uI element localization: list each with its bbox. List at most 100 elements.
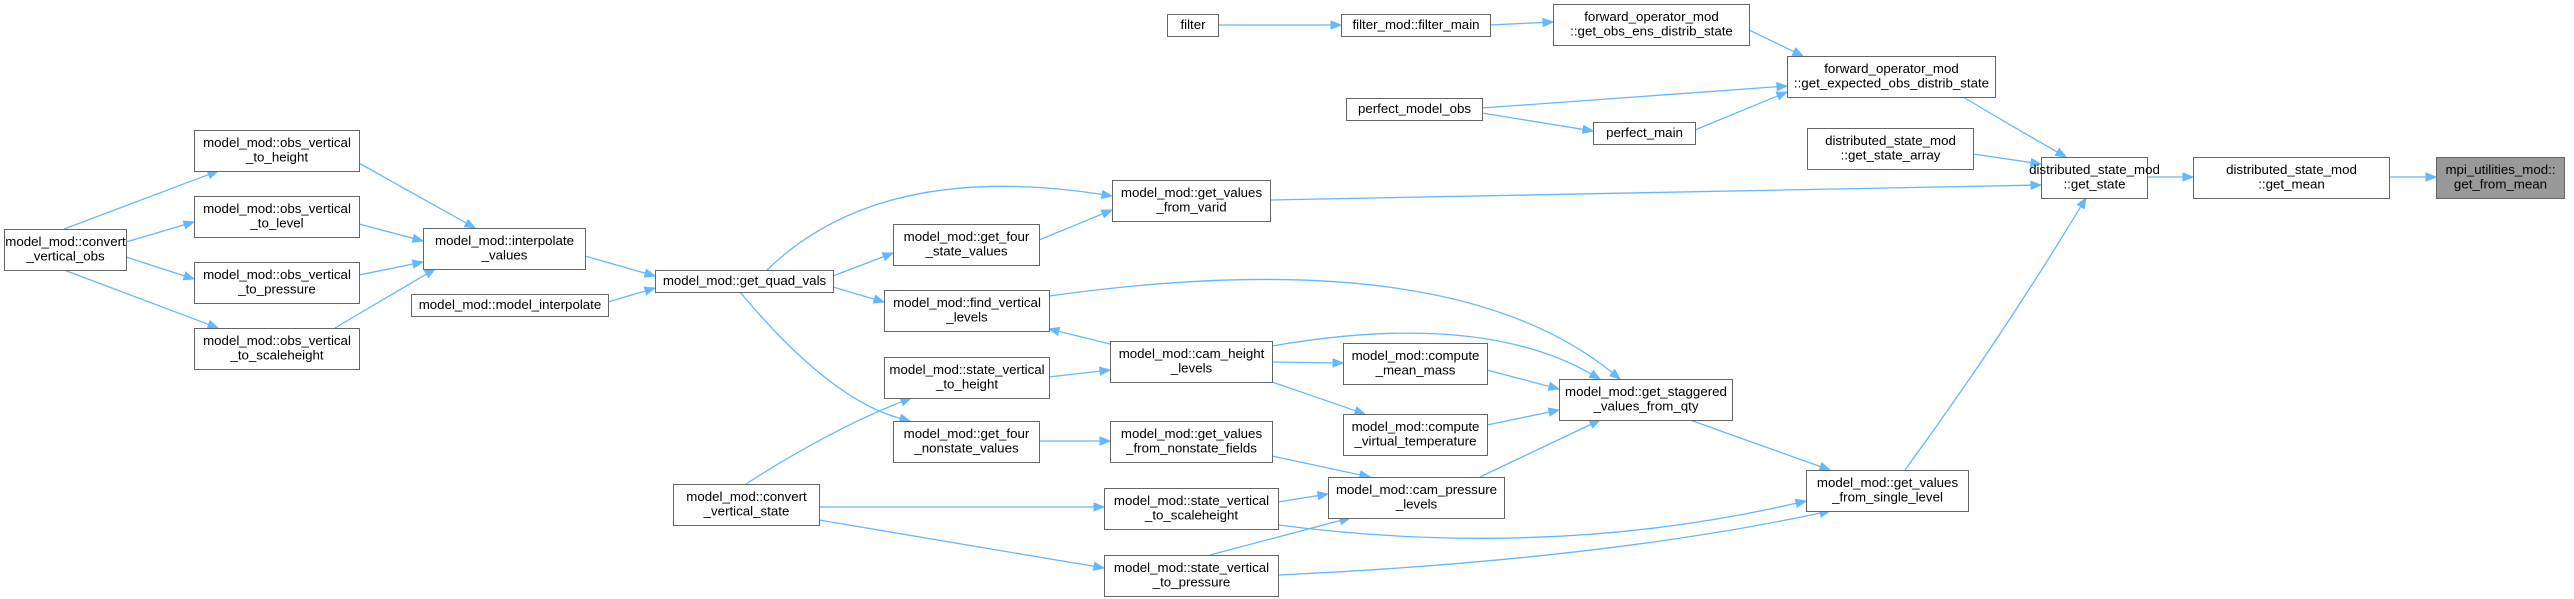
edge-get_values_from_varid-to-get_state: [1269, 180, 2043, 201]
node-compute-mean-mass[interactable]: model_mod::compute_mean_mass: [1343, 343, 1488, 385]
edge-convert_vertical_state-to-state_vertical_to_height: [745, 397, 913, 485]
node-box: [1167, 14, 1219, 37]
node-box: [2041, 157, 2148, 199]
node-perfect-model-obs[interactable]: perfect_model_obs: [1346, 98, 1483, 121]
node-get-four-nonstate-values[interactable]: model_mod::get_four_nonstate_values: [893, 421, 1040, 463]
edges-layer: [63, 17, 2438, 576]
arrow-head: [2182, 172, 2195, 182]
node-cam-height-levels[interactable]: model_mod::cam_height_levels: [1110, 341, 1273, 383]
edge-line: [832, 286, 876, 301]
arrow-head: [2030, 180, 2043, 190]
arrow-head: [872, 294, 886, 304]
arrow-head: [1330, 20, 1343, 30]
node-label: _vertical_state: [703, 504, 790, 519]
edge-line: [1048, 370, 1102, 378]
node-label: forward_operator_mod: [1824, 61, 1959, 76]
node-get-from-mean[interactable]: mpi_utilities_mod::get_from_mean: [2436, 157, 2565, 199]
node-label: forward_operator_mod: [1584, 9, 1719, 24]
node-get-staggered-values-from-qty[interactable]: model_mod::get_staggered_values_from_qty: [1559, 379, 1733, 421]
node-state-vertical-to-height[interactable]: model_mod::state_vertical_to_height: [884, 357, 1050, 399]
node-get-values-from-nonstate-fields[interactable]: model_mod::get_values_from_nonstate_fiel…: [1110, 421, 1273, 463]
node-label: filter: [1180, 17, 1206, 32]
node-box: [1593, 122, 1696, 145]
arrow-head: [1047, 326, 1061, 337]
node-obs-vertical-to-level[interactable]: model_mod::obs_vertical_to_level: [194, 196, 360, 238]
edge-convert_vertical_state-to-state_vertical_to_scaleheight: [819, 502, 1106, 512]
edge-compute_virtual_temperature-to-get_staggered_values_from_qty: [1486, 407, 1561, 426]
edge-line: [1962, 96, 2059, 154]
edge-line: [1057, 330, 1111, 345]
node-get-obs-ens[interactable]: forward_operator_mod::get_obs_ens_distri…: [1553, 4, 1750, 46]
arrow-head: [1332, 358, 1345, 368]
edge-find_vertical_levels-to-get_staggered_values_from_qty: [1048, 278, 1622, 380]
node-label: _state_values: [924, 244, 1007, 259]
node-box: [1328, 477, 1505, 519]
arrow-head: [1099, 366, 1112, 376]
node-label: distributed_state_mod: [2226, 162, 2357, 177]
node-perfect-main[interactable]: perfect_main: [1593, 122, 1696, 145]
node-label: _vertical_obs: [25, 249, 105, 264]
node-box: [2193, 157, 2390, 199]
arrow-head: [2054, 147, 2068, 158]
node-box: [1346, 98, 1483, 121]
node-get-four-state-values[interactable]: model_mod::get_four_state_values: [893, 224, 1040, 266]
node-get-mean[interactable]: distributed_state_mod::get_mean: [2193, 157, 2390, 199]
node-obs-vertical-to-scaleheight[interactable]: model_mod::obs_vertical_to_scaleheight: [194, 328, 360, 370]
node-box: [1787, 56, 1996, 98]
arrow-head: [899, 397, 913, 407]
edge-filter-to-filter_main: [1218, 20, 1343, 30]
edge-line: [1209, 519, 1342, 556]
edge-line: [818, 519, 1096, 568]
node-box: [194, 196, 360, 238]
node-convert-vertical-state[interactable]: model_mod::convert_vertical_state: [673, 484, 820, 526]
edge-get_values_from_nonstate_fields-to-cam_pressure_levels: [1271, 455, 1372, 480]
node-convert-vertical-obs[interactable]: model_mod::convert_vertical_obs: [4, 229, 127, 271]
node-label: model_mod::get_values: [1121, 185, 1263, 200]
node-obs-vertical-to-height[interactable]: model_mod::obs_vertical_to_height: [194, 130, 360, 172]
node-label: _levels: [1395, 497, 1438, 512]
node-compute-virtual-temperature[interactable]: model_mod::compute_virtual_temperature: [1343, 414, 1488, 456]
edge-get_quad_vals-to-get_values_from_varid: [766, 185, 1114, 271]
node-label: model_mod::model_interpolate: [419, 297, 602, 312]
node-obs-vertical-to-pressure[interactable]: model_mod::obs_vertical_to_pressure: [194, 262, 360, 304]
edge-convert_vertical_obs-to-obs_vertical_to_level: [125, 220, 196, 243]
arrow-head: [2076, 196, 2087, 210]
edge-perfect_model_obs-to-get_expected_obs: [1481, 82, 1789, 109]
arrow-head: [1100, 209, 1114, 219]
node-find-vertical-levels[interactable]: model_mod::find_vertical_levels: [884, 290, 1050, 332]
node-interpolate-values[interactable]: model_mod::interpolate_values: [423, 228, 586, 270]
edge-line: [1048, 278, 1614, 374]
edge-get_quad_vals-to-get_four_nonstate_values: [739, 291, 912, 423]
edge-cam_pressure_levels-to-get_staggered_values_from_qty: [1479, 419, 1602, 478]
node-filter[interactable]: filter: [1167, 14, 1219, 37]
node-cam-pressure-levels[interactable]: model_mod::cam_pressure_levels: [1328, 477, 1505, 519]
node-get-expected-obs[interactable]: forward_operator_mod::get_expected_obs_d…: [1787, 56, 1996, 98]
node-state-vertical-to-pressure[interactable]: model_mod::state_vertical_to_pressure: [1104, 555, 1279, 597]
arrow-head: [1542, 17, 1555, 28]
edge-get_state-to-get_mean: [2147, 172, 2195, 182]
node-state-vertical-to-scaleheight[interactable]: model_mod::state_vertical_to_scaleheight: [1104, 488, 1279, 530]
node-label: get_from_mean: [2454, 177, 2547, 192]
edge-line: [1481, 112, 1585, 131]
arrow-head: [1316, 490, 1330, 501]
edge-get_quad_vals-to-find_vertical_levels: [832, 286, 886, 304]
node-get-state-array[interactable]: distributed_state_mod::get_state_array: [1807, 128, 1974, 170]
node-box: [1341, 14, 1491, 37]
node-label: model_mod::get_four: [904, 229, 1030, 244]
edge-cam_height_levels-to-compute_virtual_temperature: [1271, 381, 1367, 416]
node-get-state[interactable]: distributed_state_mod::get_state: [2029, 157, 2160, 199]
node-model-interpolate[interactable]: model_mod::model_interpolate: [411, 294, 609, 317]
node-get-quad-vals[interactable]: model_mod::get_quad_vals: [655, 270, 834, 293]
node-filter-main[interactable]: filter_mod::filter_main: [1341, 14, 1491, 37]
edge-line: [1277, 512, 1822, 576]
arrow-head: [1547, 381, 1561, 391]
arrow-head: [1100, 189, 1114, 200]
node-label: model_mod::compute: [1352, 348, 1480, 363]
node-get-values-from-single-level[interactable]: model_mod::get_values_from_single_level: [1806, 470, 1969, 512]
node-label: _to_pressure: [237, 282, 316, 297]
node-box: [893, 421, 1040, 463]
node-label: perfect_main: [1606, 125, 1683, 140]
node-get-values-from-varid[interactable]: model_mod::get_values_from_varid: [1112, 180, 1271, 222]
edge-get_state_array-to-get_state: [1972, 153, 2043, 168]
